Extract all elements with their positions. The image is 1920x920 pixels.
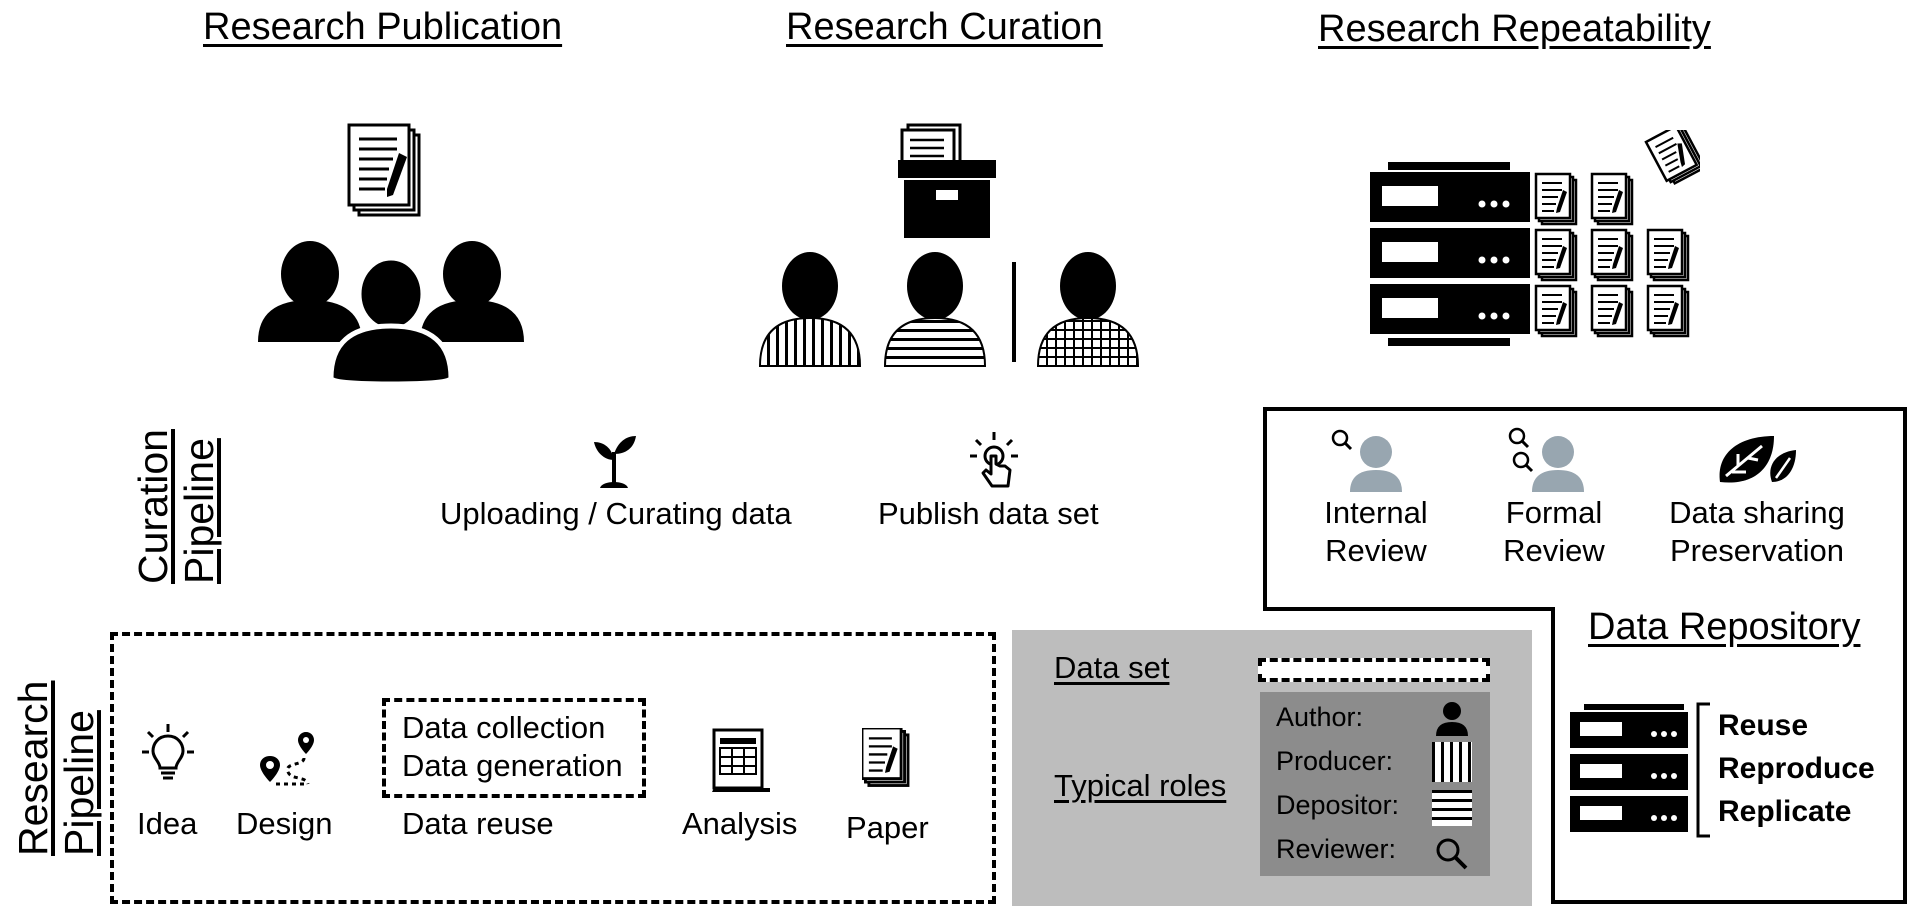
pipeline-step-idea-label: Idea <box>137 806 198 841</box>
pipeline-step-design-label: Design <box>236 806 333 841</box>
data-generation-label: Data generation <box>402 748 623 783</box>
repo-step-internal-review: Internal Review <box>1316 494 1436 570</box>
paper-stack-icon <box>347 123 421 217</box>
curation-step-publish-label: Publish data set <box>878 496 1099 531</box>
document-files-icon <box>1534 130 1700 338</box>
archive-box-icon <box>898 123 996 238</box>
data-collection-label: Data collection <box>402 710 606 745</box>
curation-group-illustration <box>758 123 1140 367</box>
vertical-stripes-pattern <box>1432 742 1472 782</box>
curation-pipeline-title-line1: Curation <box>130 429 176 584</box>
repository-outcomes-list: Reuse Reproduce Replicate <box>1718 704 1875 833</box>
server-rack-icon <box>1370 162 1530 346</box>
data-sharing-line1: Data sharing <box>1669 495 1845 530</box>
research-repeatability-title: Research Repeatability <box>1318 8 1711 50</box>
data-reuse-label: Data reuse <box>402 806 554 841</box>
role-depositor-label: Depositor: <box>1276 790 1400 820</box>
touch-publish-icon <box>970 432 1018 488</box>
repository-server-icon <box>1570 702 1710 838</box>
curation-pipeline-title: Curation Pipeline <box>130 429 222 584</box>
spreadsheet-icon <box>712 728 770 792</box>
producer-person-icon <box>758 252 862 367</box>
leaves-icon <box>1719 436 1796 483</box>
research-pipeline-title-line1: Research <box>10 680 56 856</box>
curation-step-upload-label: Uploading / Curating data <box>440 496 792 531</box>
data-sharing-line2: Preservation <box>1669 533 1845 568</box>
research-pipeline-frame <box>110 632 996 904</box>
internal-review-icon <box>1331 429 1402 492</box>
data-collection-box <box>382 698 646 798</box>
publication-group-illustration <box>258 123 524 384</box>
horizontal-stripes-pattern <box>1432 790 1472 826</box>
outcome-reuse: Reuse <box>1718 709 1809 742</box>
person-icon <box>1436 702 1468 736</box>
role-reviewer-label: Reviewer: <box>1276 834 1397 864</box>
lightbulb-icon <box>142 724 194 780</box>
research-pipeline-title: Research Pipeline <box>10 681 102 856</box>
people-group-icon <box>258 241 524 384</box>
magnifier-icon <box>1436 838 1468 870</box>
internal-review-line2: Review <box>1325 533 1427 568</box>
research-pipeline-title-line2: Pipeline <box>56 710 102 856</box>
legend-roles-label: Typical roles <box>1054 768 1227 803</box>
reviewer-person-icon <box>1036 252 1140 367</box>
pipeline-step-paper-label: Paper <box>846 810 929 845</box>
role-author-label: Author: <box>1276 702 1364 732</box>
formal-review-line2: Review <box>1503 533 1605 568</box>
formal-review-icon <box>1508 427 1584 492</box>
repository-servers-illustration <box>1370 130 1700 346</box>
repo-step-formal-review: Formal Review <box>1494 494 1614 570</box>
research-curation-title: Research Curation <box>786 6 1103 48</box>
depositor-person-icon <box>883 252 987 367</box>
repo-step-data-sharing: Data sharing Preservation <box>1652 494 1862 570</box>
outcome-replicate: Replicate <box>1718 795 1852 828</box>
seedling-icon <box>594 436 636 488</box>
outcome-reproduce: Reproduce <box>1718 752 1875 785</box>
curation-pipeline-title-line2: Pipeline <box>176 438 222 584</box>
role-producer-label: Producer: <box>1276 746 1394 776</box>
pipeline-step-analysis-label: Analysis <box>682 806 798 841</box>
data-repository-title: Data Repository <box>1588 606 1861 648</box>
legend-dataset-label: Data set <box>1054 650 1170 685</box>
paper-icon <box>862 728 910 787</box>
route-pin-icon <box>260 732 314 786</box>
legend-dataset-swatch <box>1258 658 1490 682</box>
internal-review-line1: Internal <box>1324 495 1428 530</box>
data-repository-frame <box>1263 407 1907 904</box>
formal-review-line1: Formal <box>1505 495 1603 530</box>
research-publication-title: Research Publication <box>203 6 563 48</box>
